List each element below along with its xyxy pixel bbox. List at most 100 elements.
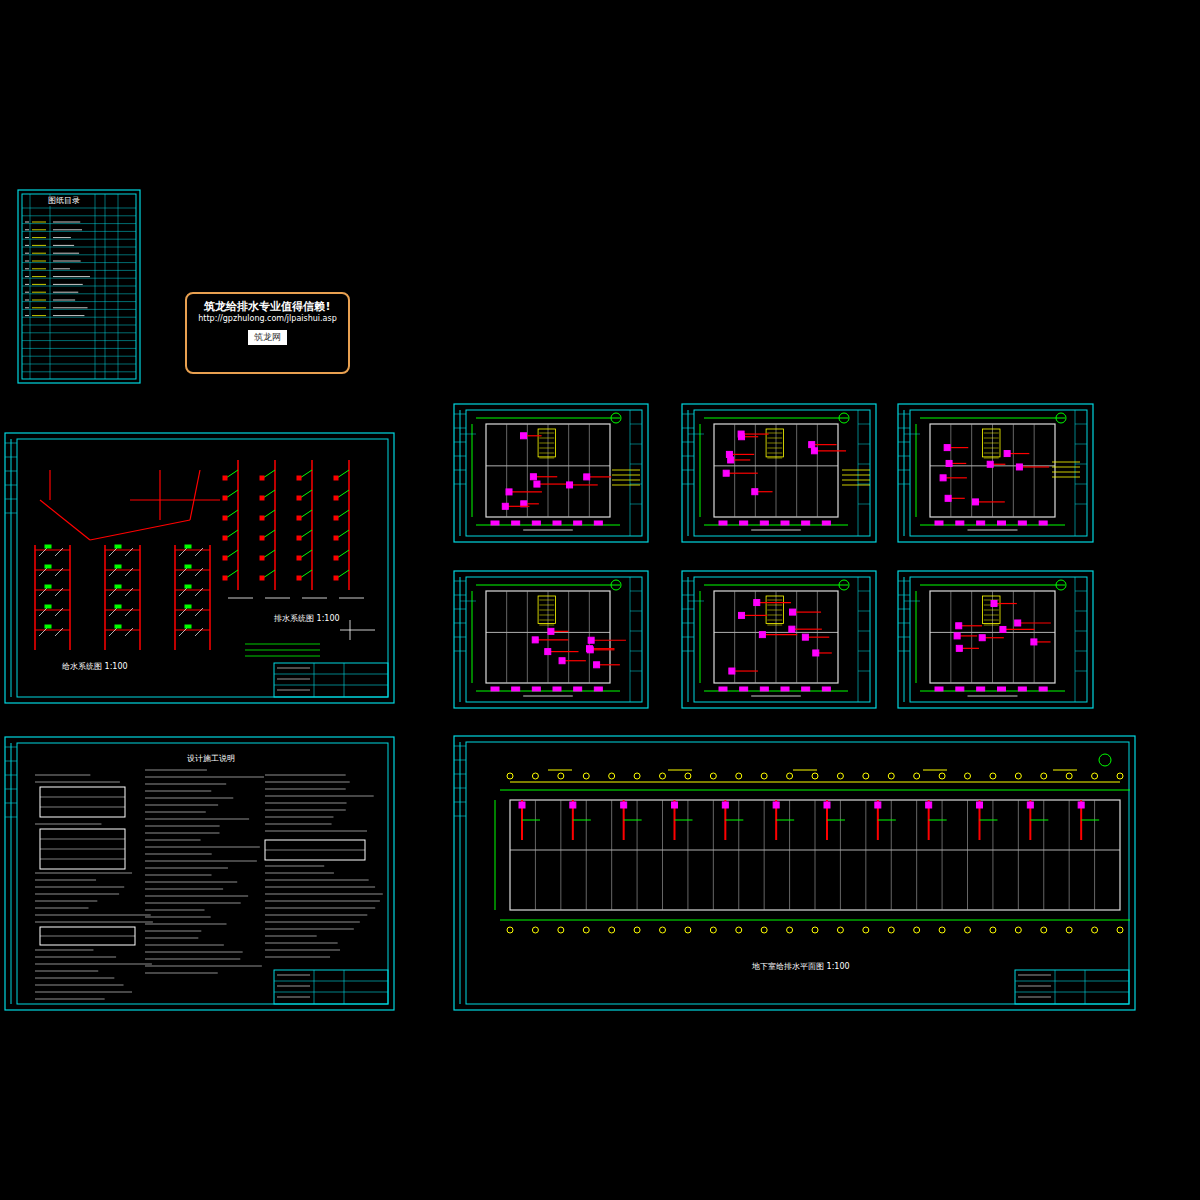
cad-rect <box>898 571 1093 708</box>
cad-line <box>265 929 354 930</box>
cad-rect <box>773 802 779 808</box>
cad-rect <box>983 596 1001 624</box>
cad-line <box>454 456 466 457</box>
cad-line <box>32 268 46 269</box>
cad-line <box>726 473 758 474</box>
cad-line <box>1075 504 1087 505</box>
cad-line <box>454 788 466 789</box>
cad-rect <box>875 802 881 808</box>
cad-line <box>1075 577 1076 702</box>
cad-line <box>265 789 346 790</box>
cad-rect <box>587 647 593 653</box>
north-arrow <box>1056 580 1066 590</box>
cad-line <box>767 625 782 626</box>
cad-line <box>858 577 859 702</box>
cad-rect <box>40 927 135 945</box>
cad-line <box>145 945 224 946</box>
cad-rect <box>45 605 51 608</box>
cad-rect <box>979 635 985 641</box>
cad-line <box>32 222 46 223</box>
cad-rect <box>115 625 121 628</box>
cad-line <box>5 789 17 790</box>
cad-line <box>25 300 29 301</box>
cad-line <box>522 820 540 821</box>
cad-line <box>968 530 1018 531</box>
cad-rect <box>260 576 264 580</box>
cad-line <box>195 588 203 596</box>
cad-rect <box>987 461 993 467</box>
cad-line <box>145 882 237 883</box>
cad-line <box>5 471 17 472</box>
cad-rect <box>714 424 838 517</box>
cad-line <box>460 410 461 536</box>
cad-line <box>300 530 312 538</box>
cad-rect <box>297 556 301 560</box>
cad-line <box>898 456 910 457</box>
axis-bubble <box>812 927 818 933</box>
cad-line <box>145 903 241 904</box>
cad-rect <box>944 445 950 451</box>
cad-line <box>95 194 96 379</box>
cad-line <box>35 915 151 916</box>
cad-line <box>984 625 999 626</box>
cad-line <box>1052 472 1080 473</box>
cad-rect <box>729 668 735 674</box>
cad-rect <box>454 736 1135 1010</box>
cad-line <box>476 585 620 586</box>
cad-line <box>5 443 17 444</box>
cad-line <box>53 300 75 301</box>
cad-rect <box>260 536 264 540</box>
cad-line <box>668 770 692 771</box>
cad-line <box>1018 997 1051 998</box>
cad-line <box>265 880 369 881</box>
cad-line <box>454 760 466 761</box>
north-arrow <box>611 413 621 423</box>
cad-line <box>1013 591 1014 683</box>
cad-line <box>35 957 116 958</box>
axis-bubble <box>965 773 971 779</box>
cad-line <box>630 631 642 632</box>
cad-line <box>35 549 70 550</box>
cad-line <box>732 670 758 671</box>
cad-line <box>751 530 801 531</box>
cad-line <box>682 442 694 443</box>
cad-line <box>53 292 78 293</box>
cad-line <box>523 696 573 697</box>
cad-line <box>145 973 218 974</box>
cad-line <box>53 253 79 254</box>
cad-rect <box>466 410 642 536</box>
cad-line <box>984 438 999 439</box>
cad-rect <box>719 521 727 525</box>
cad-line <box>179 628 187 636</box>
cad-line <box>209 545 211 650</box>
cad-rect <box>790 609 796 615</box>
cad-line <box>337 490 349 498</box>
axis-bubble <box>532 927 538 933</box>
cad-rect <box>972 499 978 505</box>
cad-rect <box>754 600 760 606</box>
cad-line <box>630 464 642 465</box>
cad-line <box>1015 981 1129 982</box>
cad-line <box>175 589 210 590</box>
cad-line <box>675 820 693 821</box>
cad-line <box>476 418 620 419</box>
cad-line <box>55 588 63 596</box>
cad-rect <box>694 577 870 702</box>
cad-rect <box>260 556 264 560</box>
cad-line <box>570 484 598 485</box>
cad-line <box>814 450 846 451</box>
cad-line <box>898 484 910 485</box>
cad-line <box>145 770 207 771</box>
cad-line <box>1075 651 1087 652</box>
cad-line <box>898 595 910 596</box>
cad-line <box>277 668 310 669</box>
cad-line <box>35 629 70 630</box>
cad-line <box>454 637 466 638</box>
cad-rect <box>682 404 876 542</box>
cad-line <box>22 364 136 365</box>
cad-line <box>842 475 870 476</box>
cad-rect <box>977 687 985 691</box>
cad-rect <box>185 565 191 568</box>
cad-line <box>589 424 590 517</box>
axis-bubble <box>837 773 843 779</box>
